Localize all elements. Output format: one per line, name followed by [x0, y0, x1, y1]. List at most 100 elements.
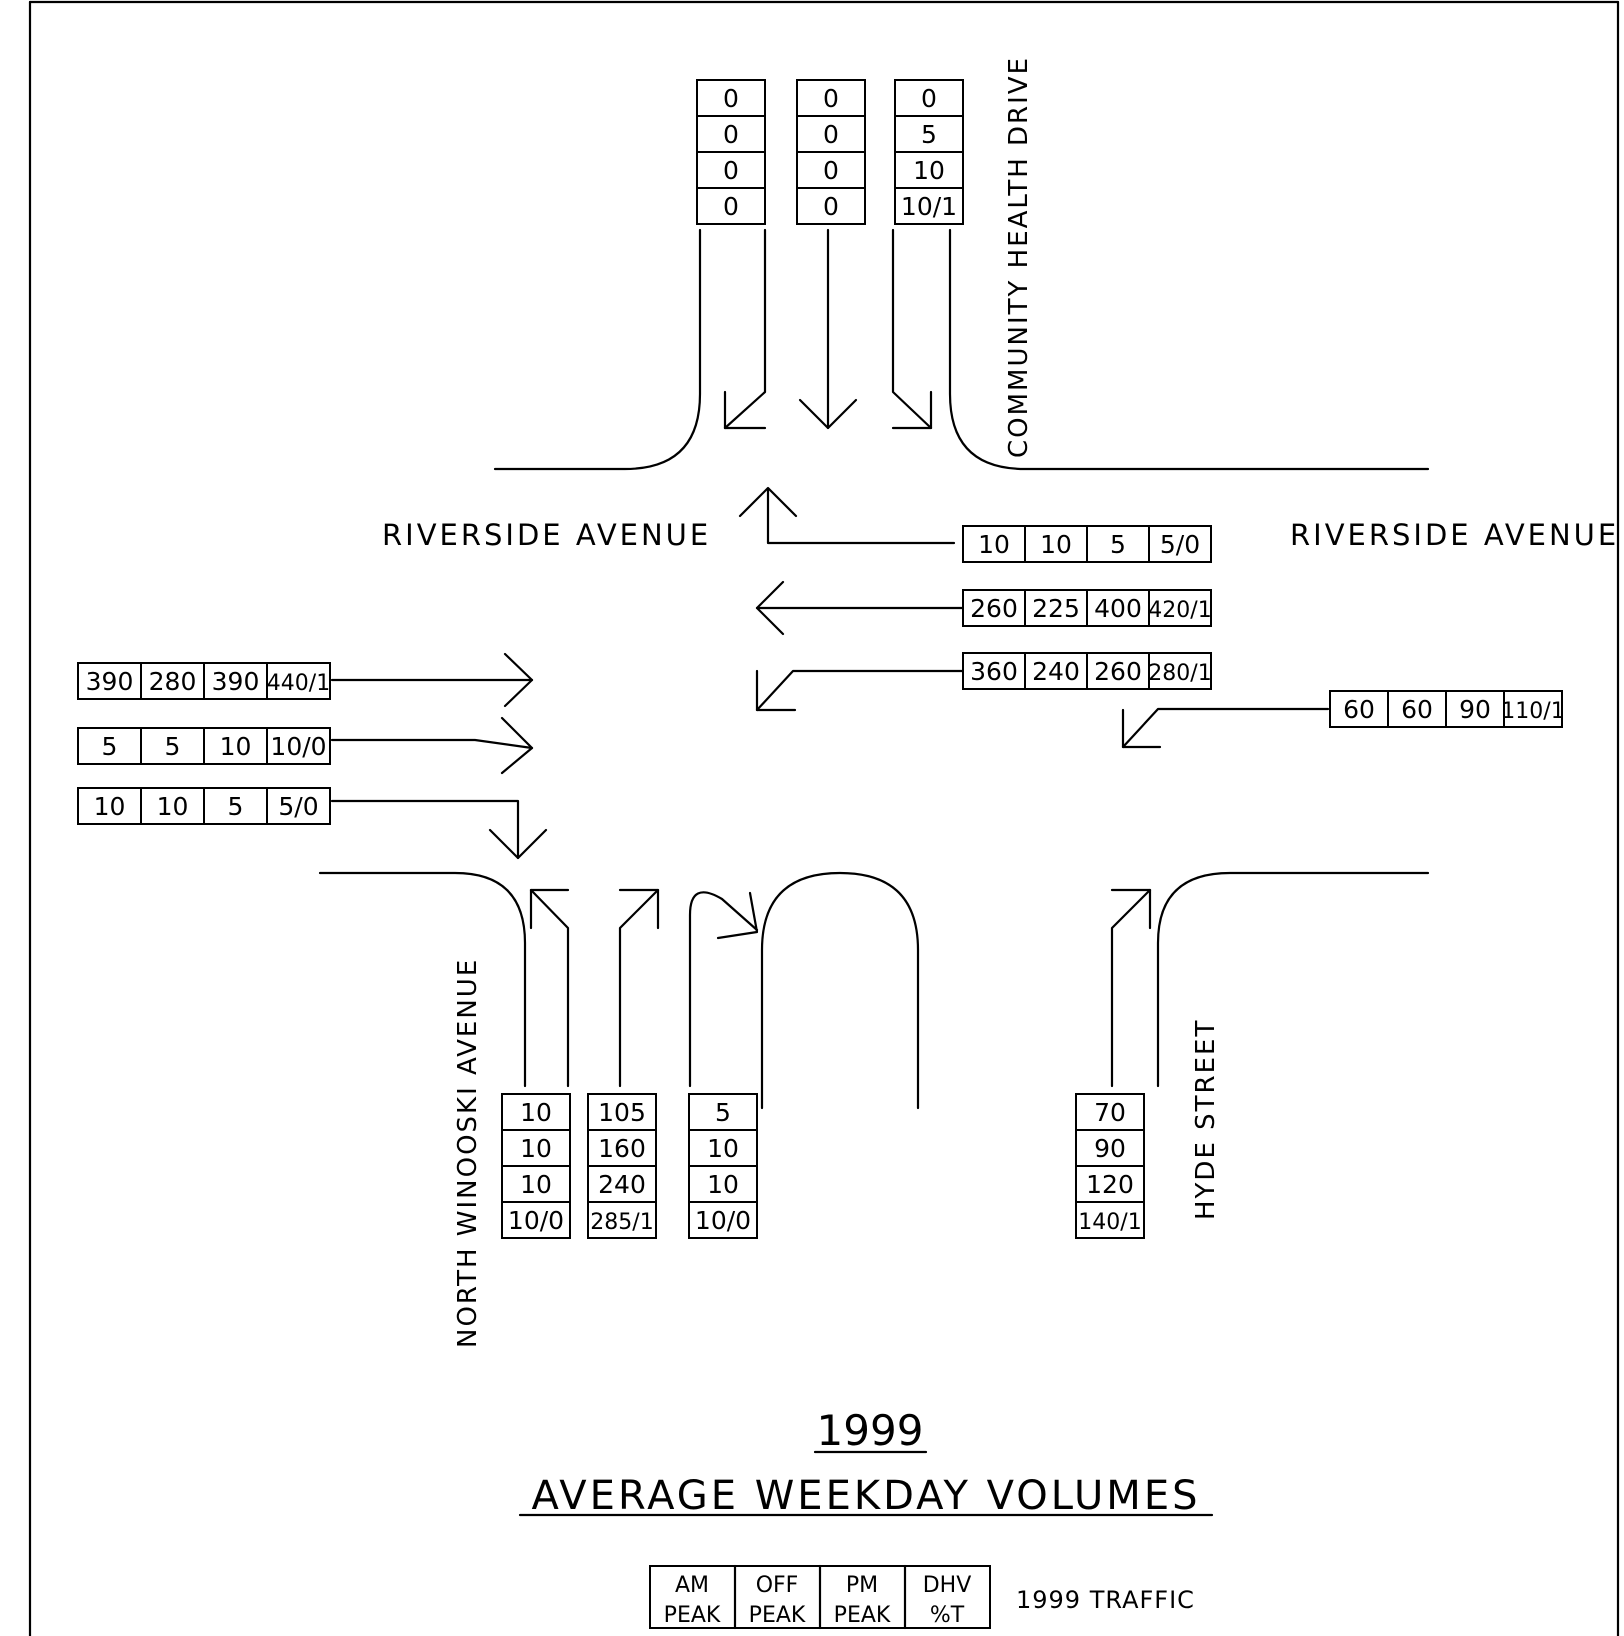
volume-value: 110/1 [1501, 699, 1564, 724]
arrow-hyde-northbound [1110, 888, 1152, 1088]
arrow-westbound-left [755, 669, 965, 712]
volume-cell [894, 187, 964, 225]
volume-cell [1148, 589, 1212, 627]
volume-value: 400 [1094, 594, 1142, 623]
volume-cell [501, 1129, 571, 1167]
volume-value: 160 [598, 1134, 646, 1163]
legend-label: 1999 TRAFFIC [1016, 1586, 1195, 1614]
volume-cell [1086, 652, 1150, 690]
volume-value: 225 [1032, 594, 1080, 623]
arrow-southbound-left [891, 228, 933, 430]
volume-cell [587, 1165, 657, 1203]
volume-value: 105 [598, 1098, 646, 1127]
volume-value: 10 [520, 1134, 552, 1163]
volume-cell [501, 1165, 571, 1203]
volume-cell [688, 1129, 758, 1167]
volume-cell [696, 151, 766, 189]
volume-value: 280/1 [1148, 661, 1211, 686]
volume-value: 10/0 [695, 1206, 751, 1235]
volume-value: 280 [149, 667, 197, 696]
volume-value: 5 [102, 732, 118, 761]
volume-cell [894, 79, 964, 117]
volume-cell [1075, 1201, 1145, 1239]
volume-value: 5/0 [278, 792, 318, 821]
volume-cell [688, 1201, 758, 1239]
volume-value: 10 [520, 1170, 552, 1199]
arrow-northbound-through [618, 888, 660, 1088]
volume-cell [587, 1129, 657, 1167]
volume-value: 0 [723, 84, 739, 113]
volume-cell [1086, 525, 1150, 563]
legend-pm-1: PM [846, 1573, 878, 1598]
volume-cell [696, 79, 766, 117]
arrow-eastbound-right [330, 799, 548, 860]
movement-arrows [330, 228, 1330, 1088]
street-riverside-west: RIVERSIDE AVENUE [382, 518, 711, 552]
volume-value: 10 [157, 792, 189, 821]
volume-cell [796, 115, 866, 153]
arrow-westbound-left-hyde [1121, 707, 1330, 749]
volume-cell [696, 187, 766, 225]
legend-off-2: PEAK [749, 1603, 806, 1628]
volume-value: 10 [220, 732, 252, 761]
volume-cell [1503, 690, 1563, 728]
volume-value: 285/1 [590, 1210, 653, 1235]
volume-value: 260 [970, 594, 1018, 623]
volume-cell [1148, 652, 1212, 690]
volume-cell [796, 187, 866, 225]
arrow-eastbound-through-2 [330, 716, 534, 775]
legend-pm-2: PEAK [834, 1603, 891, 1628]
volume-cell [266, 727, 331, 765]
volume-box-northbound-left: 10 10 10 10/0 [501, 1093, 571, 1239]
volume-value: 120 [1086, 1170, 1134, 1199]
volume-value: 10 [707, 1170, 739, 1199]
street-hyde: HYDE STREET [1191, 1019, 1221, 1220]
legend-off-1: OFF [756, 1573, 799, 1598]
volume-value: 390 [212, 667, 260, 696]
volume-cell [501, 1201, 571, 1239]
volume-cell [587, 1201, 657, 1239]
volume-cell [266, 662, 331, 700]
arrow-eastbound-through [330, 652, 534, 708]
volume-value: 0 [723, 156, 739, 185]
arrow-northbound-uturn [688, 891, 759, 1088]
volume-cell [140, 787, 205, 825]
volume-value: 10/0 [270, 732, 326, 761]
volume-cell [203, 787, 268, 825]
volume-value: 5 [1110, 530, 1126, 559]
arrow-southbound-right [723, 228, 767, 430]
arrow-westbound-right [738, 486, 956, 545]
volume-value: 5 [715, 1098, 731, 1127]
volume-value: 10 [520, 1098, 552, 1127]
volume-box-eastbound-right: 10 10 5 5/0 [77, 787, 331, 825]
volume-value: 5 [228, 792, 244, 821]
volume-cell [688, 1165, 758, 1203]
volume-value: 10 [707, 1134, 739, 1163]
volume-box-eastbound-through-2: 5 5 10 10/0 [77, 727, 331, 765]
volume-value: 0 [723, 120, 739, 149]
volume-value: 360 [970, 657, 1018, 686]
volume-cell [1075, 1129, 1145, 1167]
volume-value: 240 [598, 1170, 646, 1199]
volume-value: 260 [1094, 657, 1142, 686]
volume-cell [266, 787, 331, 825]
frame [28, 0, 1620, 1636]
volume-value: 10/0 [508, 1206, 564, 1235]
road-curbs [318, 228, 1430, 1110]
volume-box-northbound-through: 105 160 240 285/1 [587, 1093, 657, 1239]
volume-value: 10 [94, 792, 126, 821]
volume-value: 10 [978, 530, 1010, 559]
volume-cell [962, 525, 1026, 563]
volume-value: 60 [1343, 695, 1375, 724]
volume-value: 5 [165, 732, 181, 761]
volume-cell [140, 662, 205, 700]
